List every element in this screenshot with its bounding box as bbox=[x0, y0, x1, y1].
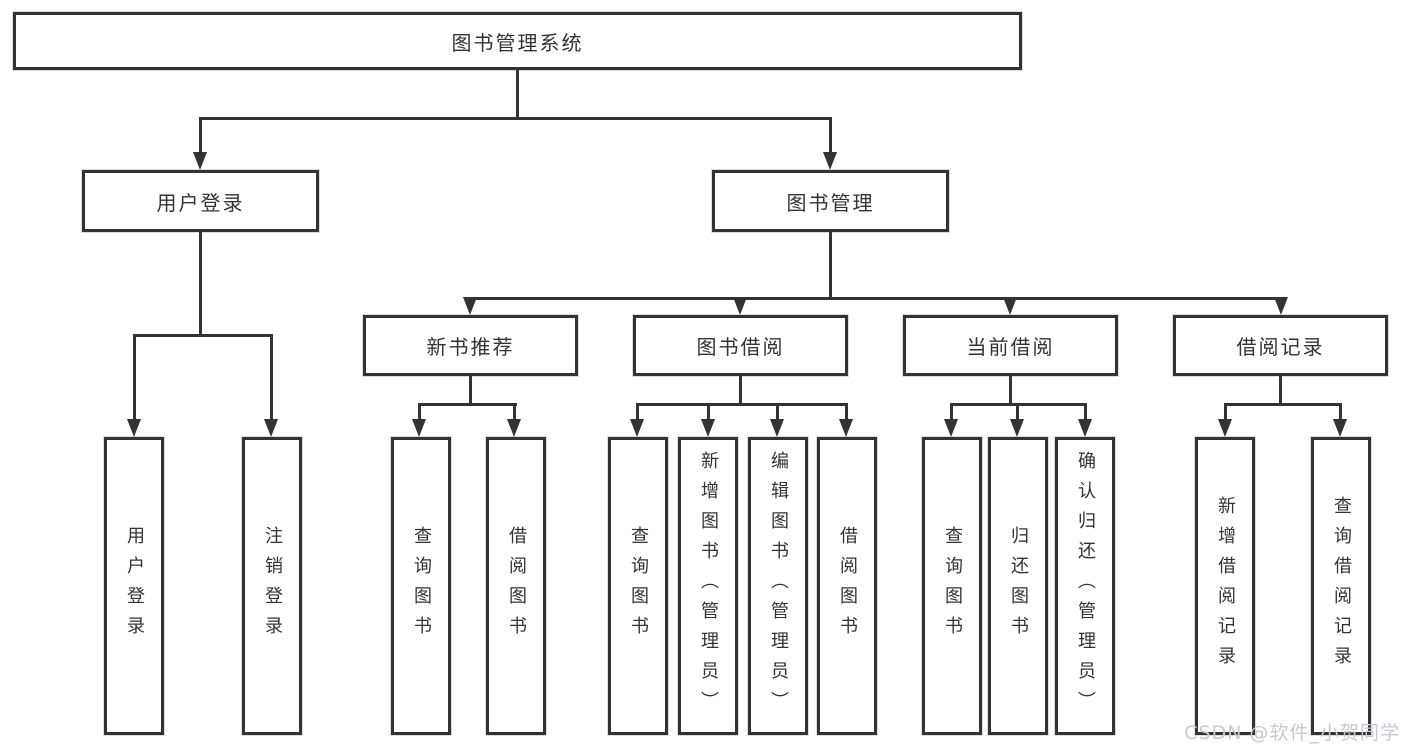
leaf-borrow-book-recommend: 借阅图书 bbox=[486, 437, 546, 735]
arrow-down-icon bbox=[839, 419, 853, 437]
node-book-borrow-label: 图书借阅 bbox=[696, 335, 785, 359]
leaf-query-borrow-record: 查询借阅记录 bbox=[1311, 437, 1371, 735]
arrow-down-icon bbox=[264, 419, 278, 437]
arrow-down-icon bbox=[463, 297, 477, 315]
connector-line bbox=[133, 334, 273, 337]
arrow-down-icon bbox=[507, 419, 521, 437]
leaf-query-book-recommend: 查询图书 bbox=[391, 437, 451, 735]
node-new-book-recommend: 新书推荐 bbox=[363, 315, 578, 376]
arrow-down-icon bbox=[1218, 419, 1232, 437]
arrow-down-icon bbox=[1274, 297, 1288, 315]
leaf-query-book-current: 查询图书 bbox=[922, 437, 982, 735]
connector-line bbox=[1224, 403, 1342, 406]
leaf-query-book-current-label: 查询图书 bbox=[942, 526, 963, 646]
leaf-query-borrow-record-label: 查询借阅记录 bbox=[1331, 496, 1352, 676]
leaf-return-book-label: 归还图书 bbox=[1008, 526, 1029, 646]
connector-line bbox=[776, 403, 779, 421]
arrow-down-icon bbox=[1003, 297, 1017, 315]
leaf-edit-book-admin: 编辑图书（管理员） bbox=[748, 437, 808, 735]
connector-line bbox=[469, 297, 1282, 300]
node-borrow-record-label: 借阅记录 bbox=[1236, 335, 1325, 359]
leaf-confirm-return-admin: 确认归还（管理员） bbox=[1055, 437, 1115, 735]
connector-line bbox=[469, 376, 472, 406]
connector-line bbox=[636, 403, 848, 406]
connector-line bbox=[133, 334, 136, 421]
connector-line bbox=[270, 334, 273, 421]
connector-line bbox=[1224, 403, 1227, 421]
connector-line bbox=[418, 403, 517, 406]
leaf-edit-book-admin-label: 编辑图书（管理员） bbox=[768, 451, 789, 721]
leaf-return-book: 归还图书 bbox=[988, 437, 1048, 735]
arrow-down-icon bbox=[823, 152, 837, 170]
arrow-down-icon bbox=[770, 419, 784, 437]
connector-line bbox=[199, 117, 202, 155]
node-current-borrow-label: 当前借阅 bbox=[966, 335, 1055, 359]
node-new-book-recommend-label: 新书推荐 bbox=[426, 335, 515, 359]
node-book-management-label: 图书管理 bbox=[786, 190, 875, 215]
leaf-borrow-book-label: 借阅图书 bbox=[837, 526, 858, 646]
node-current-borrow: 当前借阅 bbox=[903, 315, 1118, 376]
arrow-down-icon bbox=[127, 419, 141, 437]
leaf-user-login: 用户登录 bbox=[104, 437, 164, 735]
leaf-logout: 注销登录 bbox=[242, 437, 302, 735]
node-book-borrow: 图书借阅 bbox=[633, 315, 848, 376]
arrow-down-icon bbox=[1078, 419, 1092, 437]
connector-line bbox=[1016, 403, 1019, 421]
leaf-borrow-book-recommend-label: 借阅图书 bbox=[506, 526, 527, 646]
leaf-query-book-recommend-label: 查询图书 bbox=[411, 526, 432, 646]
csdn-watermark: CSDN @软件_小贺同学 bbox=[1184, 722, 1400, 744]
node-book-management: 图书管理 bbox=[712, 170, 949, 232]
arrow-down-icon bbox=[412, 419, 426, 437]
node-borrow-record: 借阅记录 bbox=[1173, 315, 1388, 376]
arrow-down-icon bbox=[1333, 419, 1347, 437]
arrow-down-icon bbox=[733, 297, 747, 315]
arrow-down-icon bbox=[944, 419, 958, 437]
leaf-add-book-admin-label: 新增图书（管理员） bbox=[698, 451, 719, 721]
node-user-login: 用户登录 bbox=[82, 170, 319, 232]
connector-line bbox=[707, 403, 710, 421]
connector-line bbox=[1339, 403, 1342, 421]
arrow-down-icon bbox=[193, 152, 207, 170]
connector-line bbox=[636, 403, 639, 421]
connector-line bbox=[418, 403, 421, 421]
connector-line bbox=[1084, 403, 1087, 421]
arrow-down-icon bbox=[1010, 419, 1024, 437]
leaf-add-book-admin: 新增图书（管理员） bbox=[678, 437, 738, 735]
connector-line bbox=[950, 403, 953, 421]
arrow-down-icon bbox=[701, 419, 715, 437]
connector-line bbox=[829, 117, 832, 155]
leaf-borrow-book: 借阅图书 bbox=[817, 437, 877, 735]
arrow-down-icon bbox=[630, 419, 644, 437]
connector-line bbox=[199, 117, 832, 120]
connector-line bbox=[199, 232, 202, 335]
leaf-confirm-return-admin-label: 确认归还（管理员） bbox=[1075, 451, 1096, 721]
connector-line bbox=[739, 376, 742, 406]
leaf-logout-label: 注销登录 bbox=[262, 526, 283, 646]
node-root-label: 图书管理系统 bbox=[451, 30, 584, 55]
leaf-query-book-borrow: 查询图书 bbox=[608, 437, 668, 735]
node-root: 图书管理系统 bbox=[13, 12, 1022, 70]
connector-line bbox=[845, 403, 848, 421]
connector-line bbox=[1009, 376, 1012, 406]
connector-line bbox=[516, 70, 519, 118]
node-user-login-label: 用户登录 bbox=[156, 190, 245, 215]
leaf-add-borrow-record: 新增借阅记录 bbox=[1195, 437, 1255, 735]
connector-line bbox=[829, 232, 832, 299]
connector-line bbox=[513, 403, 516, 421]
leaf-query-book-borrow-label: 查询图书 bbox=[628, 526, 649, 646]
connector-line bbox=[1279, 376, 1282, 406]
leaf-add-borrow-record-label: 新增借阅记录 bbox=[1215, 496, 1236, 676]
leaf-user-login-label: 用户登录 bbox=[124, 526, 145, 646]
